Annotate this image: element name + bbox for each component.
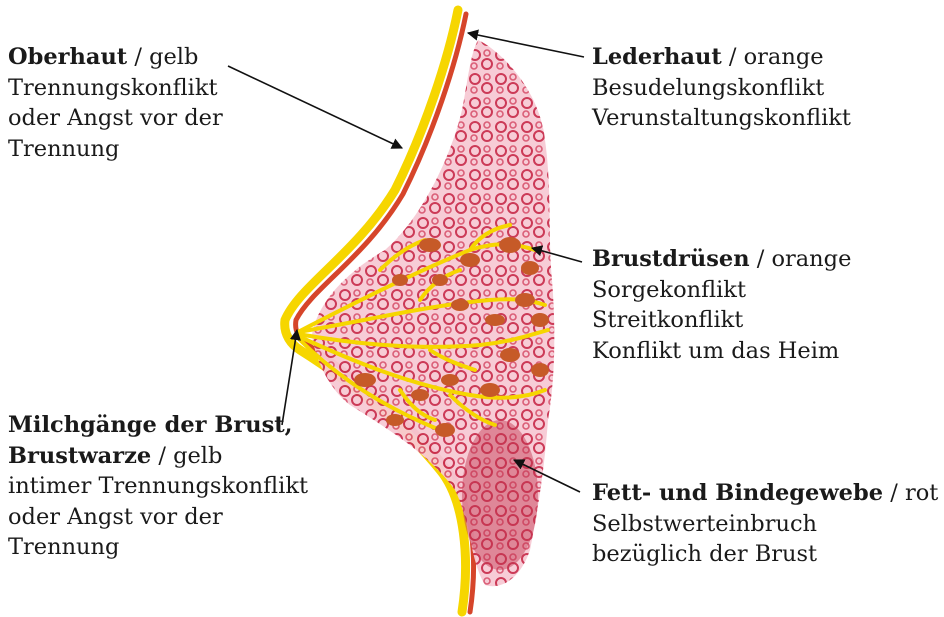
label-brustdruesen-line-1: Sorgekonflikt	[592, 275, 851, 306]
label-lederhaut-color: / orange	[729, 44, 824, 70]
label-milchgaenge: Milchgänge der Brust, Brustwarze / gelb …	[8, 410, 308, 563]
label-brustdruesen: Brustdrüsen / orange Sorgekonflikt Strei…	[592, 244, 851, 366]
label-lederhaut-line-2: Verunstaltungskonflikt	[592, 103, 851, 134]
label-lederhaut: Lederhaut / orange Besudelungskonflikt V…	[592, 42, 851, 134]
label-fett-color: / rot	[890, 480, 938, 506]
label-milchgaenge-line-1: intimer Trennungskonflikt	[8, 471, 308, 502]
label-lederhaut-line-1: Besudelungskonflikt	[592, 73, 851, 104]
label-lederhaut-title: Lederhaut	[592, 44, 722, 70]
arrow-oberhaut	[228, 66, 402, 148]
label-oberhaut-line-3: Trennung	[8, 134, 223, 165]
label-milchgaenge-color: / gelb	[158, 443, 222, 469]
label-brustdruesen-line-3: Konflikt um das Heim	[592, 336, 851, 367]
label-brustdruesen-color: / orange	[757, 246, 852, 272]
label-brustdruesen-title: Brustdrüsen	[592, 246, 750, 272]
label-milchgaenge-line-3: Trennung	[8, 532, 308, 563]
label-milchgaenge-title-2: Brustwarze	[8, 443, 151, 469]
label-fett-line-1: Selbstwerteinbruch	[592, 509, 938, 540]
label-oberhaut: Oberhaut / gelb Trennungskonflikt oder A…	[8, 42, 223, 164]
label-fett-title: Fett- und Bindegewebe	[592, 480, 883, 506]
label-fett-line-2: bezüglich der Brust	[592, 539, 938, 570]
label-milchgaenge-line-2: oder Angst vor der	[8, 502, 308, 533]
label-fett: Fett- und Bindegewebe / rot Selbstwertei…	[592, 478, 938, 570]
label-milchgaenge-title-1: Milchgänge der Brust,	[8, 412, 292, 438]
label-brustdruesen-line-2: Streitkonflikt	[592, 305, 851, 336]
label-oberhaut-color: / gelb	[134, 44, 198, 70]
label-oberhaut-line-2: oder Angst vor der	[8, 103, 223, 134]
label-oberhaut-line-1: Trennungskonflikt	[8, 73, 223, 104]
fat-tissue-region	[462, 420, 538, 570]
label-oberhaut-title: Oberhaut	[8, 44, 127, 70]
